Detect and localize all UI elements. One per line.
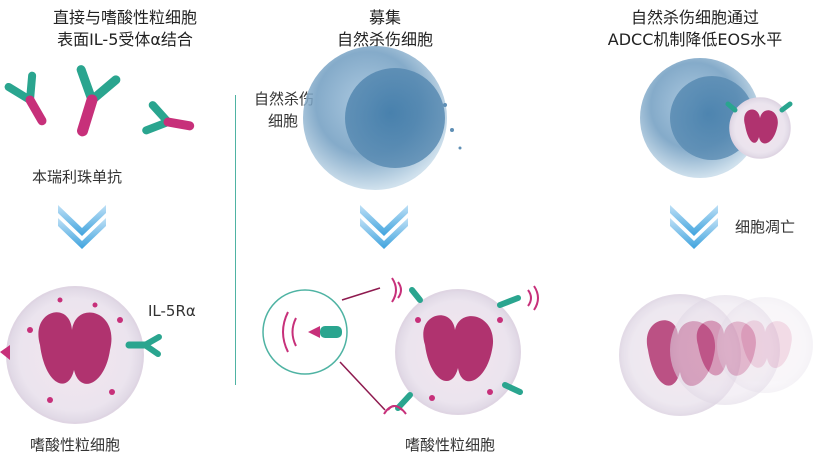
panel2-title-line1: 募集 — [368, 8, 401, 27]
fading-eosinophils — [619, 294, 813, 416]
down-chevron-arrow-icon — [670, 205, 718, 249]
panel1-title-line2: 表面IL-5受体α结合 — [57, 30, 193, 49]
eosinophil-label-1: 嗜酸性粒细胞 — [30, 436, 121, 454]
zoom-inset — [262, 287, 386, 411]
panel2-title-line2: 自然杀伤细胞 — [336, 30, 433, 49]
antibody-icon — [4, 71, 47, 126]
eosinophil-cell-icon — [0, 286, 144, 424]
apoptosis-label: 细胞凋亡 — [735, 218, 796, 236]
down-chevron-arrow-icon — [58, 205, 106, 249]
down-chevron-arrow-icon — [360, 205, 408, 249]
panel1-title-line1: 直接与嗜酸性粒细胞 — [52, 8, 197, 27]
antibody-icon — [125, 334, 162, 357]
antibody-label: 本瑞利珠单抗 — [32, 168, 123, 186]
antibody-icon — [142, 101, 195, 135]
panel3-title-line1: 自然杀伤细胞通过 — [630, 8, 759, 27]
signal-wave-icon — [282, 311, 297, 353]
panel-divider — [235, 95, 236, 385]
receptor-label: IL-5Rα — [148, 302, 196, 320]
eosinophil-cell-icon — [725, 97, 793, 159]
nk-label-line1: 自然杀伤 — [254, 90, 315, 108]
nk-label-line2: 细胞 — [268, 112, 299, 130]
eosinophil-label-2: 嗜酸性粒细胞 — [405, 436, 496, 454]
eosinophil-cell-icon — [395, 289, 521, 415]
antibody-icon — [395, 287, 523, 411]
nk-cell-icon — [303, 46, 462, 190]
panel3-title-line2: ADCC机制降低EOS水平 — [607, 30, 783, 49]
antibody-icon — [76, 65, 121, 137]
signal-wave-icon — [383, 277, 539, 415]
